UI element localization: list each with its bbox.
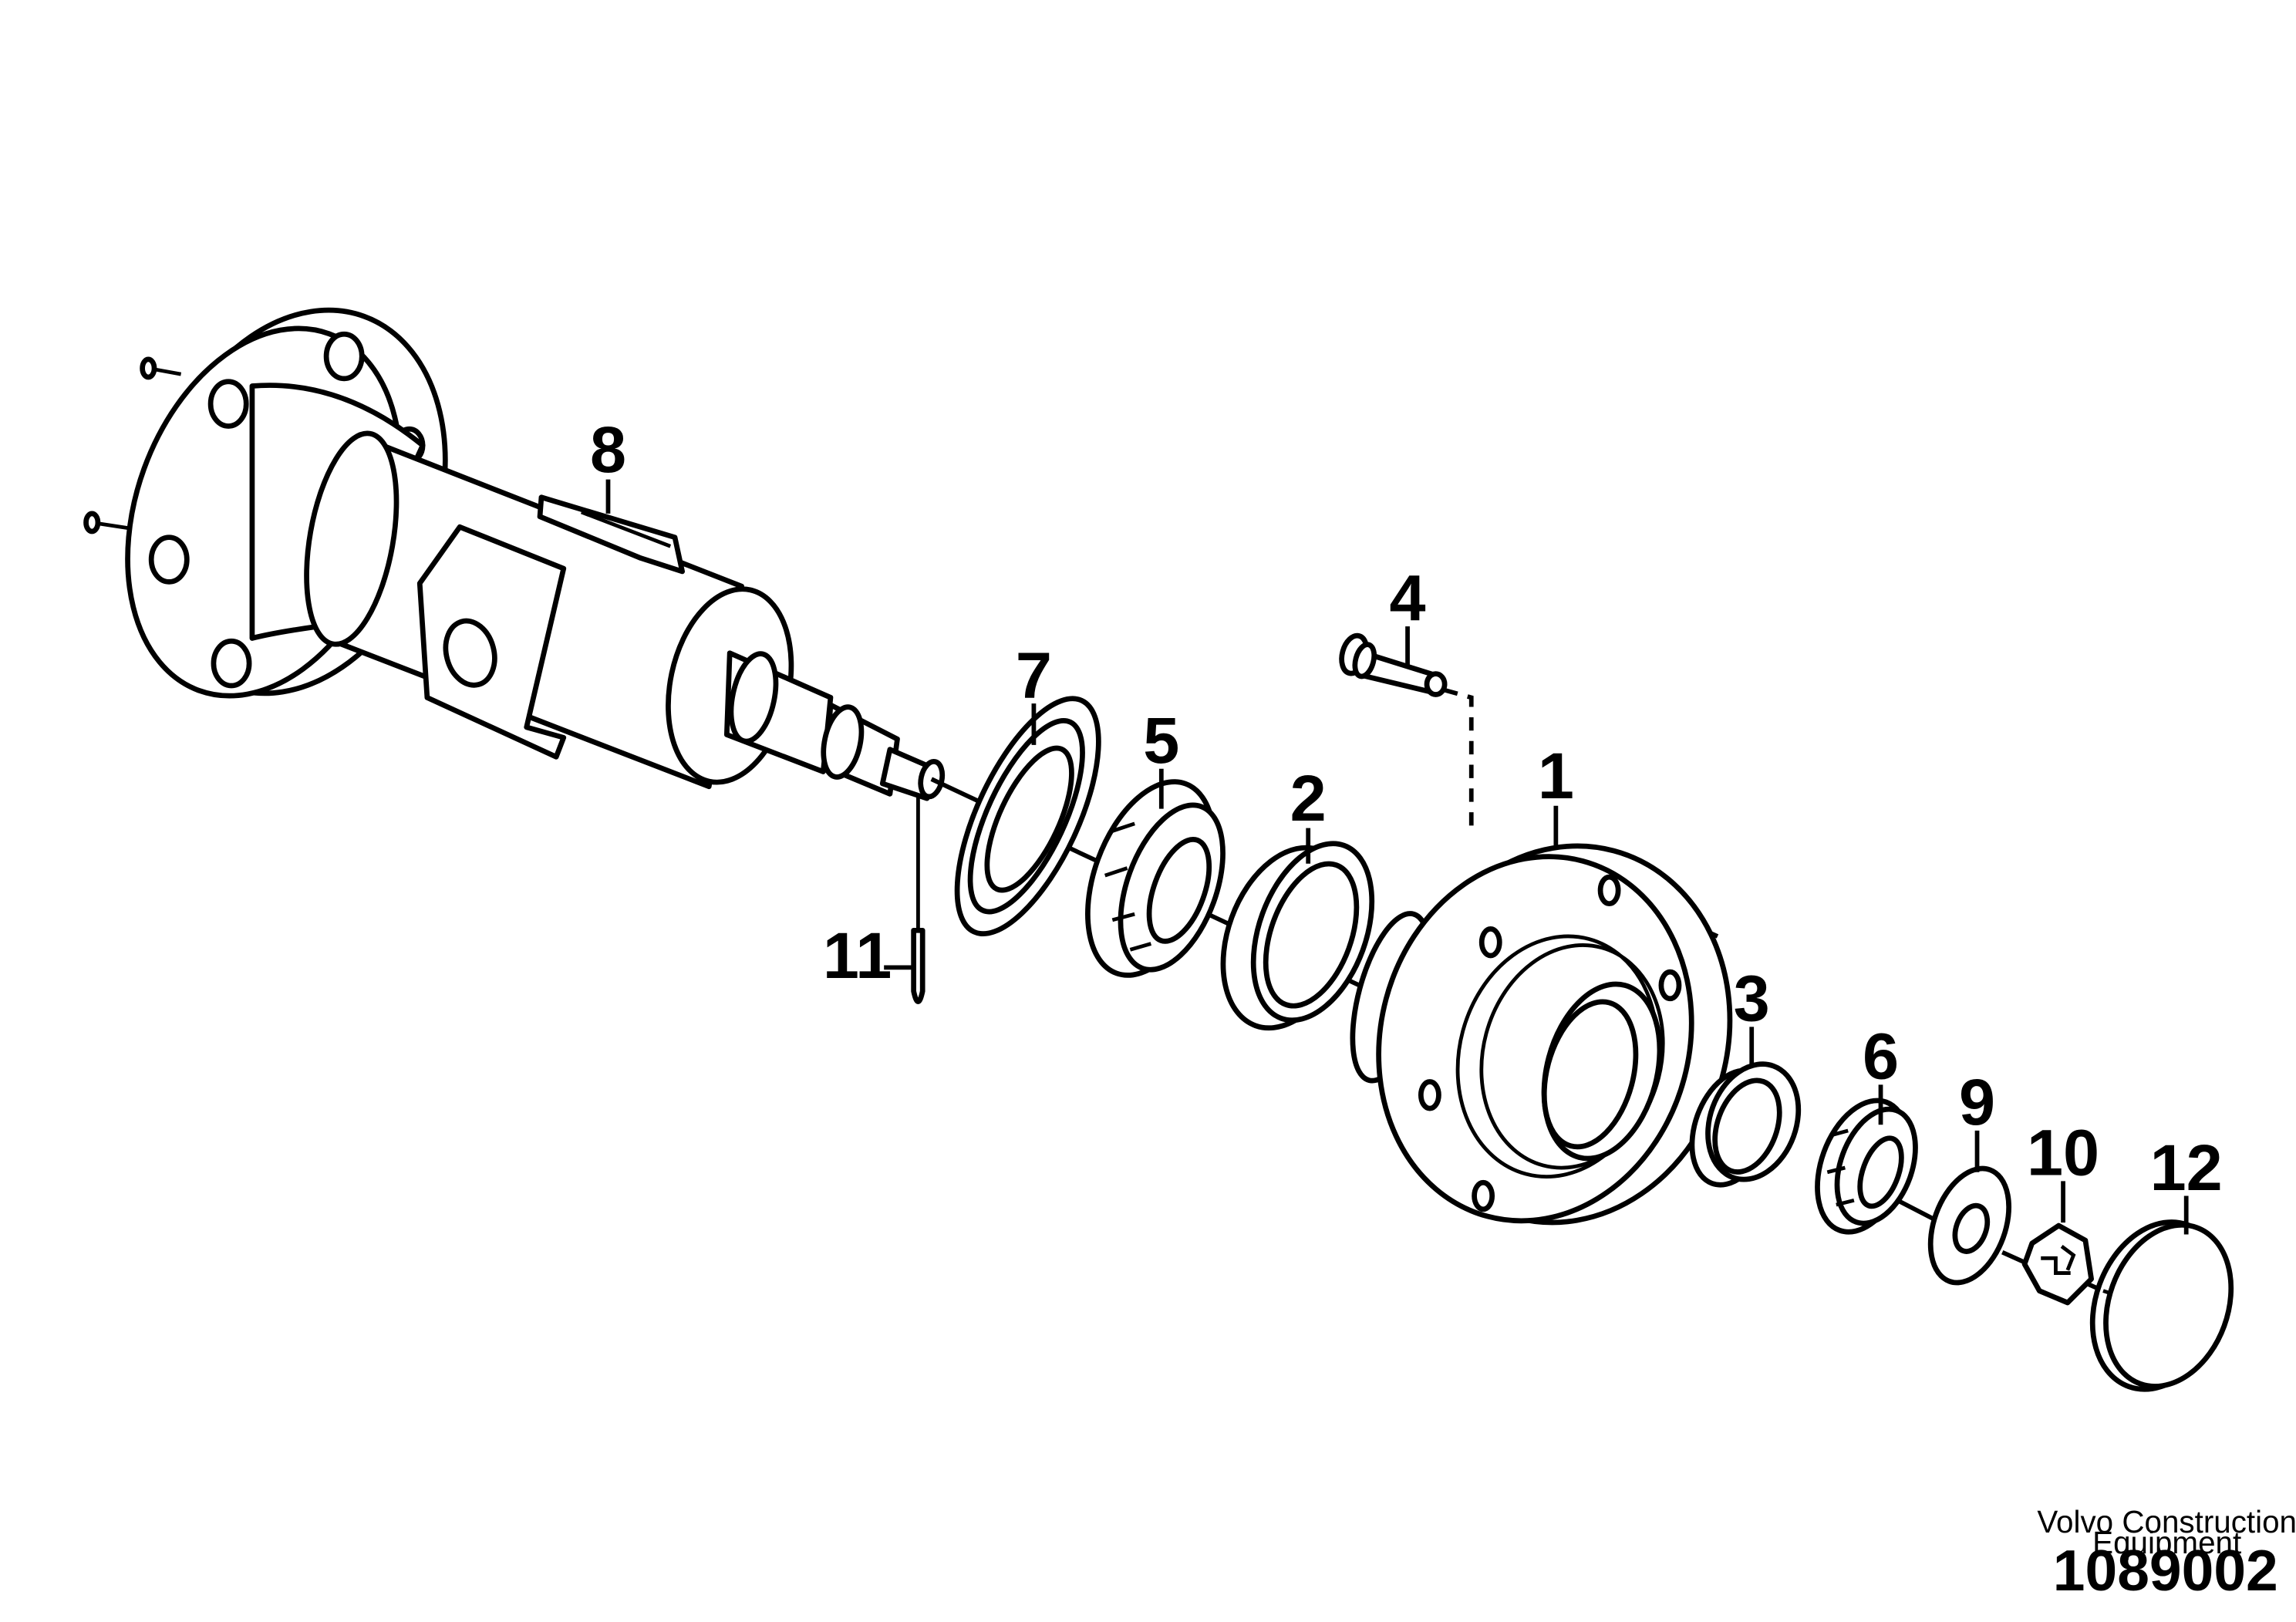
- axle-spindle-part: [83, 307, 946, 801]
- publisher-name-line2: Equipment: [2092, 1525, 2241, 1560]
- wheel-hub-part: [1350, 843, 1733, 1226]
- callout-leaders: [605, 479, 2189, 1235]
- hub-cap-part: [2089, 1219, 2234, 1392]
- callout-10: 10: [2027, 1116, 2099, 1189]
- outer-bearing-cup-part: [1689, 1061, 1802, 1188]
- washer-part: [1927, 1165, 2012, 1286]
- outer-roller-bearing-part: [1815, 1098, 1918, 1235]
- callout-12: 12: [2150, 1131, 2223, 1204]
- callout-7: 7: [1016, 638, 1052, 711]
- figure-number: 1089002: [2053, 1538, 2278, 1603]
- callout-3: 3: [1734, 962, 1770, 1035]
- callout-6: 6: [1863, 1020, 1899, 1093]
- callout-11: 11: [823, 919, 892, 992]
- inner-bearing-cup-part: [1220, 841, 1375, 1031]
- publisher-name-line1: Volvo Construction: [2037, 1504, 2296, 1539]
- wheel-bolt-part: [1339, 632, 1474, 831]
- callout-9: 9: [1959, 1065, 1995, 1138]
- callout-1: 1: [1538, 739, 1574, 812]
- callout-5: 5: [1143, 703, 1179, 777]
- callout-8: 8: [590, 413, 626, 486]
- castle-nut-part: [2021, 1222, 2094, 1306]
- publisher-block: Volvo Construction Equipment 1089002: [2037, 1504, 2296, 1603]
- callout-4: 4: [1390, 561, 1426, 634]
- callout-numbers: 1 2 3 4 5 6 7 8 9 10 11 12: [590, 413, 2223, 1204]
- seal-ring-part: [954, 696, 1101, 937]
- cotter-pin-part: [911, 795, 925, 1004]
- callout-2: 2: [1290, 761, 1327, 835]
- inner-roller-bearing-part: [1085, 779, 1226, 978]
